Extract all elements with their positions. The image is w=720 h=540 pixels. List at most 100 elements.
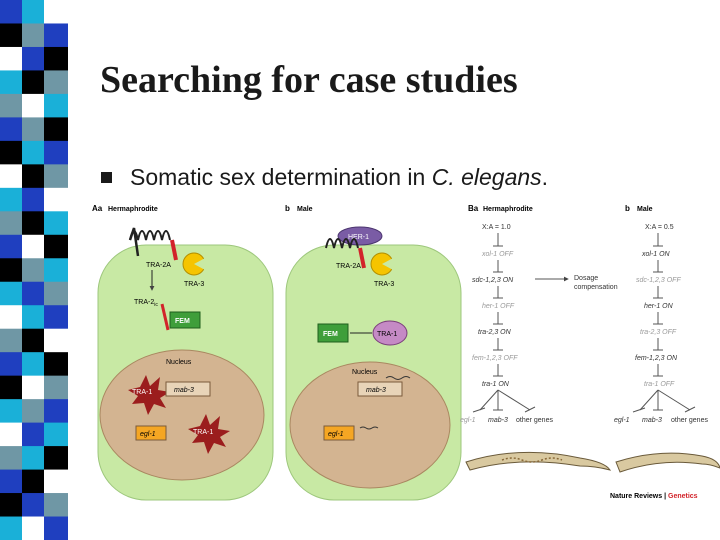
stripe-block <box>22 117 44 142</box>
herm-other-genes: other genes <box>516 417 553 424</box>
sex-determination-figure: Aa Hermaphrodite b Male Ba Hermaphrodite… <box>92 204 720 501</box>
tra1-b-starburst-icon <box>188 414 230 454</box>
stripe-block <box>22 234 44 259</box>
panel-b-label: b <box>285 204 290 213</box>
stripe-block <box>44 281 68 306</box>
stripe-block <box>0 469 22 494</box>
tra1-a-label: TRA-1 <box>132 389 152 396</box>
herm-fem: fem-1,2,3 OFF <box>472 355 518 362</box>
nucleus-b <box>289 361 451 489</box>
stripe-block <box>22 446 44 471</box>
stripe-block <box>0 187 22 212</box>
stripe-block <box>0 399 22 424</box>
stripe-block <box>22 352 44 377</box>
stripe-block <box>0 23 22 48</box>
panel-b-title: Male <box>297 206 313 213</box>
stripe-block <box>44 328 68 353</box>
stripe-block <box>44 399 68 424</box>
stripe-block <box>0 117 22 142</box>
male-egl1: egl-1 <box>614 417 630 424</box>
stripe-block <box>44 516 68 540</box>
membrane-red-bar <box>170 239 178 261</box>
herm-xa-ratio: X:A = 1.0 <box>482 224 511 231</box>
stripe-block <box>44 446 68 471</box>
stripe-block <box>44 187 68 212</box>
stripe-block <box>0 446 22 471</box>
egl1-gene-box <box>135 425 167 441</box>
herm-tra1: tra-1 ON <box>482 381 510 388</box>
male-mab3-gene-box <box>357 381 403 397</box>
stripe-block <box>22 281 44 306</box>
bullet-prefix: Somatic sex determination in <box>130 164 432 190</box>
tra2ic-label: TRA-2ic <box>134 299 158 308</box>
stripe-block <box>22 187 44 212</box>
stripe-block <box>0 493 22 518</box>
stripe-block <box>0 211 22 236</box>
stripe-block <box>0 234 22 259</box>
stripe-block <box>22 375 44 400</box>
stripe-block <box>0 140 22 165</box>
stripe-block <box>44 211 68 236</box>
mab3-gene-box <box>165 381 211 397</box>
male-tra2a-receptor-icon <box>325 238 359 249</box>
stripe-block <box>0 516 22 540</box>
stripe-block <box>44 164 68 189</box>
stripe-block <box>0 422 22 447</box>
herm-egl1: egl-1 <box>460 417 476 424</box>
stripe-block <box>0 70 22 95</box>
male-mab3-label: mab-3 <box>366 387 386 394</box>
male-xa-ratio: X:A = 0.5 <box>645 224 674 231</box>
bullet-suffix: . <box>541 164 549 190</box>
stripe-block <box>22 258 44 283</box>
her1-protein <box>337 226 383 246</box>
male-tra23: tra-2,3 OFF <box>640 329 677 336</box>
herm-sdc: sdc-1,2,3 ON <box>472 277 514 284</box>
male-sdc: sdc-1,2,3 OFF <box>636 277 681 284</box>
stripe-block <box>22 469 44 494</box>
stripe-block <box>22 328 44 353</box>
stripe-block <box>44 70 68 95</box>
stripe-block <box>0 375 22 400</box>
male-fem-protein <box>317 323 349 343</box>
compensation-label: compensation <box>574 284 618 291</box>
stripe-block <box>0 93 22 118</box>
male-fem-label: FEM <box>323 331 338 338</box>
stripe-block <box>22 211 44 236</box>
stripe-block <box>0 164 22 189</box>
panel-b2-title: Male <box>637 206 653 213</box>
bullet-species: C. elegans <box>431 164 542 190</box>
male-other-genes: other genes <box>671 417 708 424</box>
herm-her1: her-1 OFF <box>482 303 515 310</box>
stripe-block <box>22 0 44 24</box>
male-tra2a-label: TRA-2A <box>336 263 361 270</box>
stripe-block <box>0 305 22 330</box>
egl1-label: egl-1 <box>140 431 156 438</box>
figure-credit: Nature Reviews | Genetics <box>610 493 698 500</box>
male-egl1-label: egl-1 <box>328 431 344 438</box>
male-worm-icon <box>615 452 720 473</box>
panel-ba-title: Hermaphrodite <box>483 206 533 213</box>
panel-aa-title: Hermaphrodite <box>108 206 158 213</box>
bullet-text: Somatic sex determination in C. elegans. <box>130 164 548 191</box>
male-xol1: xol-1 ON <box>641 251 671 258</box>
male-egl1-gene-box <box>323 425 355 441</box>
dosage-label: Dosage <box>574 275 598 282</box>
nucleus-b-label: Nucleus <box>352 369 378 376</box>
stripe-block <box>44 352 68 377</box>
panel-ba-label: Ba <box>468 204 479 213</box>
male-her1: her-1 ON <box>644 303 674 310</box>
stripe-block <box>22 399 44 424</box>
tra3-label: TRA-3 <box>184 281 204 288</box>
nucleus-a-label: Nucleus <box>166 359 192 366</box>
stripe-block <box>0 0 22 24</box>
stripe-block <box>22 46 44 71</box>
stripe-block <box>22 493 44 518</box>
stripe-block <box>44 305 68 330</box>
tra1-starburst-icon <box>128 375 170 415</box>
stripe-block <box>44 117 68 142</box>
stripe-block <box>22 516 44 540</box>
stripe-block <box>44 469 68 494</box>
stripe-block <box>22 70 44 95</box>
male-tra1-protein <box>372 320 408 346</box>
male-fem: fem-1,2,3 ON <box>635 355 678 362</box>
